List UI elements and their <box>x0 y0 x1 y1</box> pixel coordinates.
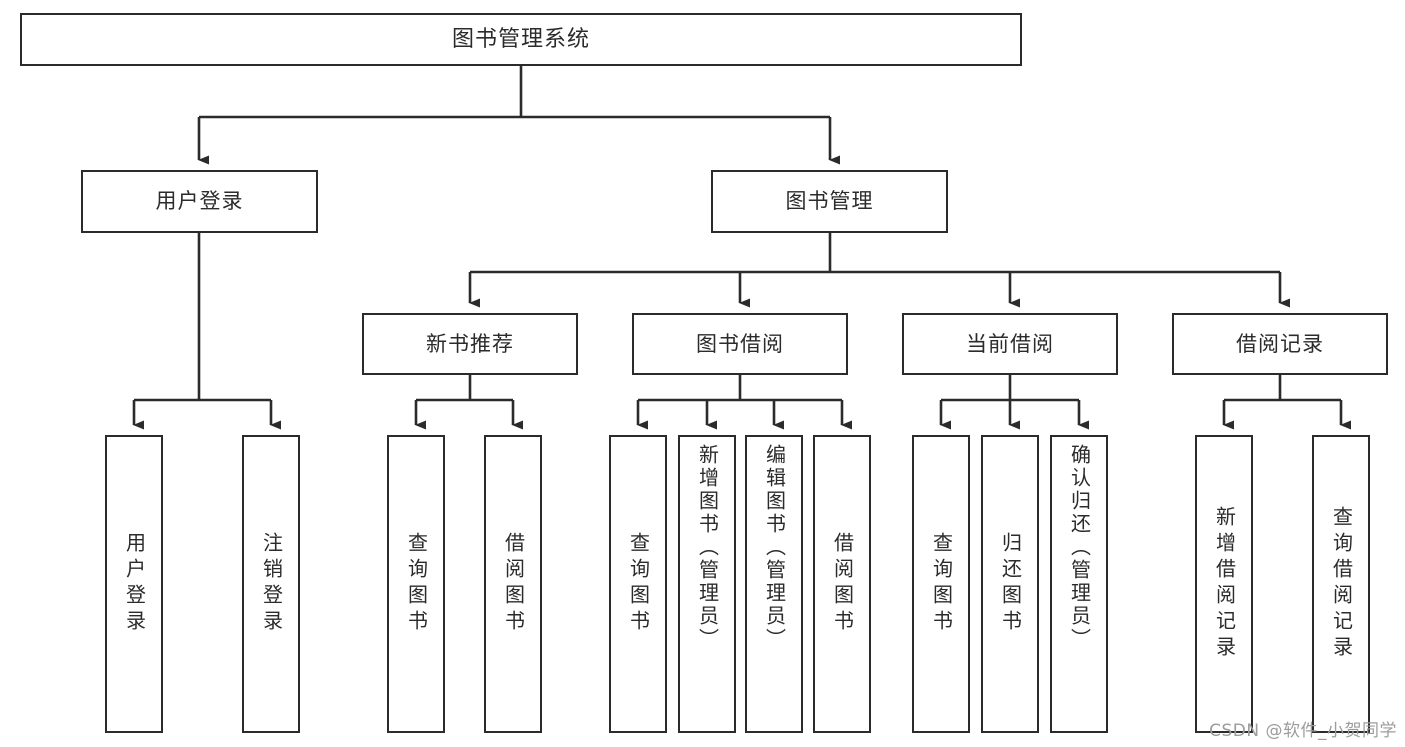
node-new-book-rec-label: 新书推荐 <box>426 331 514 356</box>
node-leaf-add-book-label: 新增图书（管理员） <box>695 444 720 651</box>
node-leaf-add-record-label: 新增借阅记录 <box>1212 506 1237 662</box>
node-book-borrow-label: 图书借阅 <box>696 331 784 356</box>
node-leaf-query-record[interactable]: 查询借阅记录 <box>1312 435 1370 733</box>
csdn-watermark: CSDN @软件_小贺同学 <box>1209 721 1397 741</box>
node-leaf-query-book-2-label: 查询图书 <box>626 532 651 636</box>
node-book-manage[interactable]: 图书管理 <box>711 170 948 233</box>
node-book-borrow[interactable]: 图书借阅 <box>632 313 848 375</box>
node-book-manage-label: 图书管理 <box>785 189 874 214</box>
node-leaf-return-book[interactable]: 归还图书 <box>981 435 1039 733</box>
node-leaf-user-logout-label: 注销登录 <box>259 532 284 636</box>
node-current-borrow[interactable]: 当前借阅 <box>902 313 1118 375</box>
node-root-system[interactable]: 图书管理系统 <box>20 13 1022 66</box>
node-leaf-user-login[interactable]: 用户登录 <box>105 435 163 733</box>
node-leaf-query-book-1-label: 查询图书 <box>404 532 429 636</box>
node-leaf-confirm-return-label: 确认归还（管理员） <box>1067 444 1092 651</box>
node-user-login-label: 用户登录 <box>155 189 244 214</box>
node-leaf-user-logout[interactable]: 注销登录 <box>242 435 300 733</box>
node-user-login[interactable]: 用户登录 <box>81 170 318 233</box>
node-borrow-record[interactable]: 借阅记录 <box>1172 313 1388 375</box>
node-leaf-borrow-book-2[interactable]: 借阅图书 <box>813 435 871 733</box>
node-leaf-query-book-3-label: 查询图书 <box>929 532 954 636</box>
node-current-borrow-label: 当前借阅 <box>966 331 1054 356</box>
node-leaf-add-record[interactable]: 新增借阅记录 <box>1195 435 1253 733</box>
node-leaf-return-book-label: 归还图书 <box>998 532 1023 636</box>
node-leaf-query-book-2[interactable]: 查询图书 <box>609 435 667 733</box>
node-leaf-query-record-label: 查询借阅记录 <box>1329 506 1354 662</box>
node-leaf-borrow-book-1-label: 借阅图书 <box>501 532 526 636</box>
node-leaf-add-book[interactable]: 新增图书（管理员） <box>678 435 736 733</box>
node-borrow-record-label: 借阅记录 <box>1236 331 1324 356</box>
node-leaf-query-book-3[interactable]: 查询图书 <box>912 435 970 733</box>
node-leaf-borrow-book-1[interactable]: 借阅图书 <box>484 435 542 733</box>
node-leaf-confirm-return[interactable]: 确认归还（管理员） <box>1050 435 1108 733</box>
node-new-book-rec[interactable]: 新书推荐 <box>362 313 578 375</box>
node-leaf-borrow-book-2-label: 借阅图书 <box>830 532 855 636</box>
node-leaf-edit-book-label: 编辑图书（管理员） <box>762 444 787 651</box>
node-leaf-edit-book[interactable]: 编辑图书（管理员） <box>745 435 803 733</box>
node-leaf-query-book-1[interactable]: 查询图书 <box>387 435 445 733</box>
node-leaf-user-login-label: 用户登录 <box>122 532 147 636</box>
node-root-system-label: 图书管理系统 <box>451 26 590 52</box>
